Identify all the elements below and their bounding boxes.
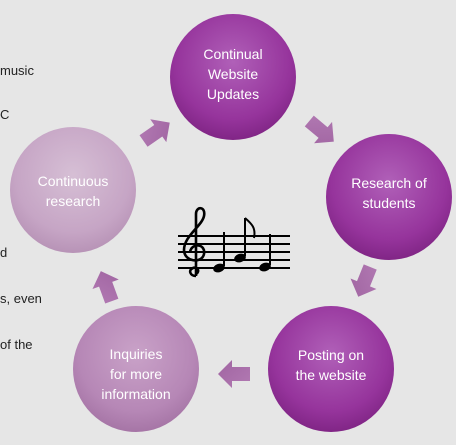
cycle-node-posting-on-the-website: Posting on the website (268, 306, 394, 432)
background-text-line-3: d (0, 245, 8, 260)
cycle-arrow-2 (350, 264, 377, 297)
music-notes-icon (178, 206, 290, 278)
cycle-arrow-1 (304, 115, 334, 144)
cycle-arrow-4 (92, 271, 119, 304)
node-label-line: research (46, 193, 100, 209)
node-label-line: Website (208, 66, 259, 82)
background-text-line-5: of the (0, 337, 33, 352)
node-label-line: Inquiries (110, 346, 163, 362)
node-label-line: for more (110, 366, 162, 382)
node-label-line: Research of (351, 175, 427, 191)
cycle-node-continual-website-updates: Continual Website Updates (170, 14, 296, 140)
background-text-line-2: C (0, 107, 10, 122)
node-label-line: Continual (203, 46, 262, 62)
background-text-line-1: music (0, 63, 34, 78)
cycle-node-continuous-research: Continuous research (10, 127, 136, 253)
node-label-line: students (363, 195, 416, 211)
node-label-line: the website (296, 367, 367, 383)
node-label-line: information (101, 386, 170, 402)
background-text-line-4: s, even (0, 291, 42, 306)
node-label-line: Updates (207, 86, 259, 102)
cycle-node-research-of-students: Research of students (326, 134, 452, 260)
cycle-node-inquiries-for-more-information: Inquiries for more information (73, 306, 199, 432)
node-label-line: Continuous (38, 173, 109, 189)
cycle-arrow-3 (218, 360, 250, 388)
cycle-arrow-5 (139, 119, 170, 147)
node-label-line: Posting on (298, 347, 364, 363)
